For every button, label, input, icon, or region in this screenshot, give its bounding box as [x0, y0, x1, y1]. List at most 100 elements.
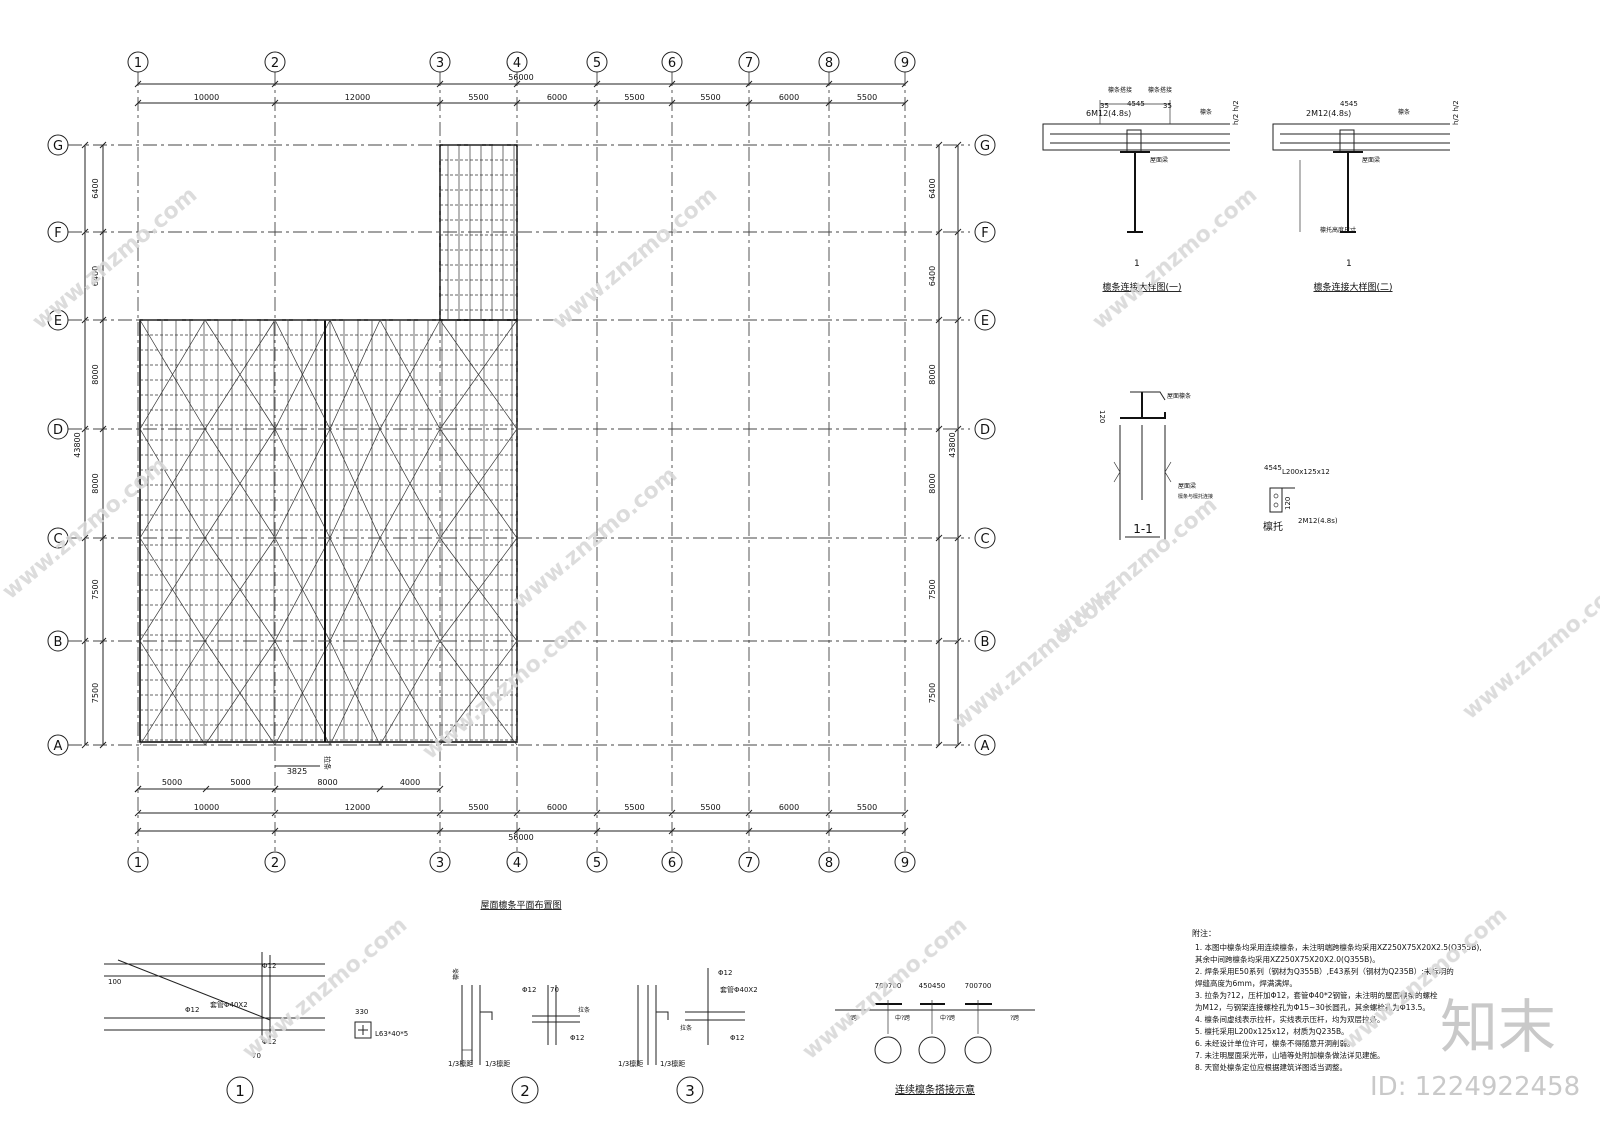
dim-tick: [745, 99, 753, 107]
axis-bubble: [47, 630, 69, 652]
dim-tick: [81, 534, 89, 542]
bottom-offset-dim: 3825: [287, 767, 307, 776]
purlin-layout-plan: 56000 56000 3825 拉条 43800 43800 11223344…: [47, 51, 996, 911]
brace-line: [439, 319, 518, 430]
axis-bubble: [586, 851, 608, 873]
d1b-label-8: L63*40*5: [375, 1030, 408, 1038]
brace-line: [439, 428, 518, 539]
axis-bubble: [818, 851, 840, 873]
dim-tick: [436, 809, 444, 817]
note-line: 7. 未注明屋面采光带，山墙等处附加檩条做法详见建施。: [1195, 1050, 1385, 1060]
brace-line: [329, 319, 381, 430]
d2-purlin-label: 檩条: [1398, 108, 1410, 116]
d1-support-label: 屋面梁: [1150, 156, 1168, 164]
d2-bolt-label: 2M12(4.8s): [1306, 109, 1351, 118]
brace-line: [379, 537, 441, 642]
axis-label-row: G: [53, 139, 63, 154]
top-span-dim: 10000: [194, 93, 219, 102]
axis-bubble: [429, 851, 451, 873]
sec11-title: 1-1: [1133, 522, 1153, 536]
axis-label-col: 8: [825, 56, 833, 71]
note-line: 3. 拉条为?12，压杆加Φ12，套管Φ40*2钢管，未注明的屋面檩条的螺栓: [1195, 990, 1438, 1000]
note-line: 5. 檩托采用L200x125x12，材质为Q235B。: [1195, 1026, 1349, 1036]
dim-tick: [99, 425, 107, 433]
d2b-label-5: Φ12: [570, 1034, 584, 1042]
bottom-sub-dim: 5000: [230, 778, 250, 787]
watermark-12: www.znzmo.com: [238, 913, 412, 1065]
note-line: 8. 天窗处檩条定位应根据建筑详图适当调整。: [1195, 1062, 1347, 1072]
sec11-label2: 屋面梁: [1178, 482, 1196, 490]
bottom-sub-dim: 4000: [400, 778, 420, 787]
d2b-label-2: 檩条: [452, 968, 460, 980]
brace-line: [204, 319, 276, 430]
axis-label-row: G: [980, 139, 990, 154]
detail-connection-2: 2M12(4.8s) 4545 檩条 屋面梁 檩托高度尺寸 h/2 h/2 1 …: [1272, 100, 1460, 293]
dim-tick: [745, 827, 753, 835]
tuo-dim: 4545: [1264, 464, 1282, 472]
dim-tick: [99, 316, 107, 324]
axis-bubble: [506, 851, 528, 873]
dim-tick: [954, 741, 962, 749]
dim-tick: [81, 425, 89, 433]
dim-tick: [202, 785, 210, 793]
dim-tick: [935, 534, 943, 542]
dim-tick: [825, 99, 833, 107]
d1b-label-1: 100: [108, 978, 121, 986]
axis-label-row: B: [54, 635, 63, 650]
lap-title: 连续檩条搭接示意: [895, 1083, 975, 1096]
note-line: 焊缝高度为6mm，焊满满焊。: [1195, 978, 1297, 988]
dim-tick: [954, 228, 962, 236]
d1-bolt-label: 6M12(4.8s): [1086, 109, 1131, 118]
d3b-label-6: 1/3檩距: [660, 1059, 685, 1068]
dim-tick: [901, 827, 909, 835]
dim-tick: [436, 785, 444, 793]
axis-bubble: [127, 51, 149, 73]
bottom-span-dim: 5500: [468, 803, 488, 812]
side-span-dim: 6400: [928, 178, 937, 198]
brace-line: [329, 640, 381, 746]
bottom-span-dim: 10000: [194, 803, 219, 812]
lap-dim-3: 700700: [965, 982, 992, 990]
side-span-dim: 6400: [91, 266, 100, 286]
section-1-1: 120 屋面檩条 屋面梁 檩条与檩托连接 1-1: [1098, 391, 1213, 540]
side-span-dim: 8000: [928, 473, 937, 493]
axis-bubble: [264, 51, 286, 73]
bottom-span-dim: 6000: [547, 803, 567, 812]
axis-label-col: 4: [513, 856, 521, 871]
lap-dim-1: 700700: [875, 982, 902, 990]
brand-mark: 知末 ID: 1224922458: [1370, 993, 1580, 1102]
axis-label-col: 2: [271, 856, 279, 871]
d1b-label-5: Φ12: [262, 1038, 276, 1046]
dim-tick: [513, 99, 521, 107]
side-span-dim: 7500: [91, 683, 100, 703]
d2b-label-7: 1/3檩距: [485, 1059, 510, 1068]
d2b-label-3: 拉条: [578, 1006, 590, 1014]
sec11-dim: 120: [1098, 410, 1106, 423]
plan-title: 屋面檩条平面布置图: [480, 899, 561, 911]
watermark-1: www.znzmo.com: [28, 183, 202, 335]
axis-bubble: [47, 134, 69, 156]
d1b-number: 1: [235, 1082, 245, 1100]
axis-label-col: 5: [593, 856, 601, 871]
purlin-support-detail: L200x125x12 4545 120 2M12(4.8s) 檩托: [1263, 464, 1338, 533]
dim-tick: [81, 316, 89, 324]
sec11-label1: 屋面檩条: [1167, 392, 1191, 400]
top-total-dim: 56000: [508, 73, 533, 82]
dim-tick: [436, 80, 444, 88]
axis-label-col: 1: [134, 56, 142, 71]
d1-dim-mid: 4545: [1127, 100, 1145, 108]
dim-tick: [513, 80, 521, 88]
d1b-label-2: Φ12: [262, 962, 276, 970]
watermark-5: www.znzmo.com: [508, 463, 682, 615]
dim-tick: [668, 99, 676, 107]
dim-tick: [81, 228, 89, 236]
dim-tick: [825, 809, 833, 817]
dim-tick: [271, 827, 279, 835]
axis-label-row: E: [54, 314, 62, 329]
brace-line: [139, 537, 206, 642]
axis-label-col: 7: [745, 856, 753, 871]
d1-lap-left: 檩条搭接: [1108, 86, 1132, 94]
brace-line: [204, 640, 276, 746]
continuous-lap-diagram: 700700 450450 700700 ?跨 中?跨 中?跨 ?跨 连续檩条搭…: [835, 982, 1035, 1096]
top-span-dim: 5500: [468, 93, 488, 102]
